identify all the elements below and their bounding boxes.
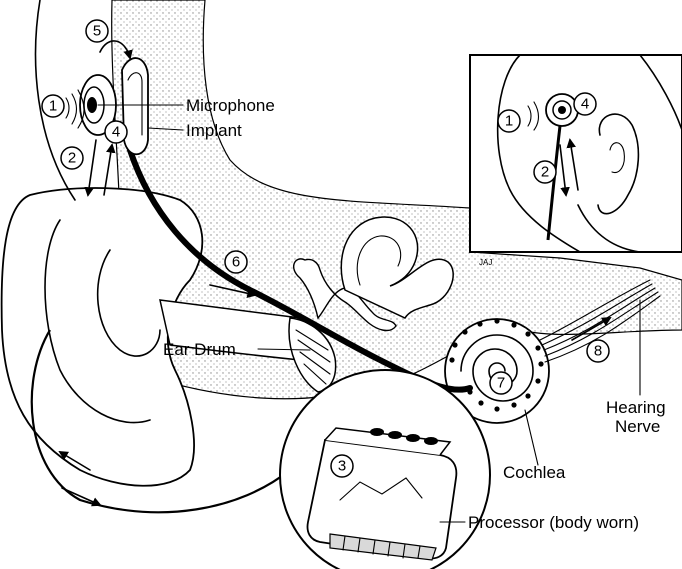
implant-label: Implant — [186, 121, 242, 140]
svg-text:6: 6 — [232, 254, 240, 271]
svg-text:4: 4 — [581, 96, 589, 113]
hearing-nerve-label-line1: Hearing — [606, 398, 666, 417]
inset-panel — [470, 55, 682, 252]
step-5-marker: 5 — [86, 20, 108, 42]
cochlea-label: Cochlea — [503, 463, 566, 482]
svg-text:5: 5 — [93, 23, 101, 40]
svg-text:2: 2 — [68, 150, 76, 167]
implant-receiver — [122, 58, 148, 154]
step-6-marker: 6 — [225, 251, 247, 273]
svg-text:1: 1 — [49, 98, 57, 115]
processor-device — [308, 428, 457, 560]
step-1-marker: 1 — [42, 95, 64, 117]
svg-text:7: 7 — [497, 375, 505, 392]
step-4-marker: 4 — [105, 121, 127, 143]
step-7-marker: 7 — [490, 372, 512, 394]
step-8-marker: 8 — [587, 340, 609, 362]
ear-drum-label: Ear Drum — [163, 340, 236, 359]
inset-step-1-marker: 1 — [498, 110, 520, 132]
processor-label: Processor (body worn) — [468, 513, 639, 532]
step-2-marker: 2 — [61, 147, 83, 169]
microphone-label: Microphone — [186, 96, 275, 115]
svg-text:4: 4 — [112, 124, 120, 141]
step-3-marker: 3 — [331, 455, 353, 477]
artist-mark: JAJ — [479, 258, 492, 267]
svg-text:2: 2 — [541, 164, 549, 181]
cochlea-leader — [525, 410, 538, 465]
inset-step-2-marker: 2 — [534, 161, 556, 183]
inset-step-4-marker: 4 — [574, 93, 596, 115]
svg-text:8: 8 — [594, 343, 602, 360]
arrow-step-2-down — [88, 140, 96, 195]
hearing-nerve-label-line2: Nerve — [615, 417, 660, 436]
svg-text:1: 1 — [505, 113, 513, 130]
svg-text:3: 3 — [338, 458, 346, 475]
